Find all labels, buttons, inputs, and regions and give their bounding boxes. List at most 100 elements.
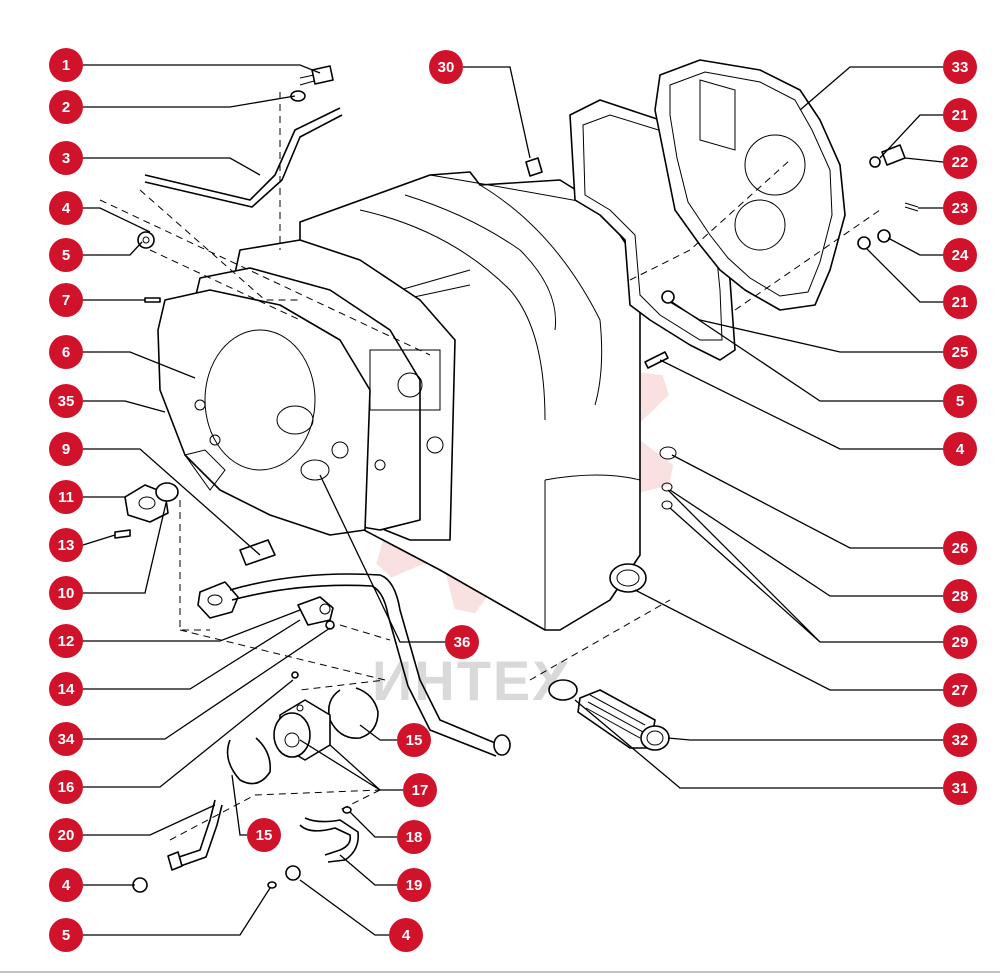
svg-text:36: 36 (454, 634, 471, 651)
callout-4c: 4 (389, 918, 423, 952)
callout-4a: 4 (49, 191, 83, 225)
svg-text:24: 24 (952, 247, 969, 264)
svg-text:28: 28 (952, 588, 969, 605)
nut-4b-icon (132, 877, 148, 893)
pin-4-icon (644, 351, 669, 369)
filter-32-icon (548, 679, 670, 751)
svg-text:20: 20 (58, 827, 75, 844)
callout-2: 2 (49, 90, 83, 124)
callout-3: 3 (49, 141, 83, 175)
callout-27: 27 (943, 673, 977, 707)
nut-25-icon (661, 290, 675, 304)
svg-text:17: 17 (412, 782, 429, 799)
svg-text:4: 4 (956, 441, 965, 458)
callout-32: 32 (943, 723, 977, 757)
callouts: 1 2 3 4 5 7 6 35 9 11 13 10 12 14 34 16 … (49, 48, 977, 952)
nut-5-icon (137, 231, 155, 249)
callout-21a: 21 (943, 98, 977, 132)
callout-14: 14 (49, 672, 83, 706)
svg-text:10: 10 (58, 585, 75, 602)
callout-10: 10 (49, 576, 83, 610)
svg-text:13: 13 (58, 537, 75, 554)
leader-lines (82, 64, 944, 936)
svg-text:4: 4 (402, 927, 411, 944)
svg-text:4: 4 (62, 877, 71, 894)
callout-5a: 5 (49, 238, 83, 272)
watermark-text: ИНТЕХ (372, 649, 572, 712)
svg-text:5: 5 (62, 927, 70, 944)
svg-text:21: 21 (952, 107, 969, 124)
pin-16-icon (291, 671, 299, 679)
callout-15b: 15 (247, 818, 281, 852)
washer-21b-icon (857, 236, 871, 250)
callout-29: 29 (943, 625, 977, 659)
svg-text:3: 3 (62, 150, 70, 167)
snap-ring-15-icon (327, 687, 379, 739)
washer-5b-icon (267, 881, 277, 889)
svg-text:19: 19 (406, 877, 423, 894)
callout-22: 22 (943, 145, 977, 179)
svg-text:5: 5 (956, 393, 964, 410)
callout-18: 18 (397, 820, 431, 854)
svg-text:5: 5 (62, 247, 70, 264)
svg-text:1: 1 (62, 57, 70, 74)
callout-25: 25 (943, 335, 977, 369)
svg-text:12: 12 (58, 633, 75, 650)
svg-text:35: 35 (58, 393, 75, 410)
svg-text:22: 22 (952, 154, 969, 171)
callout-13: 13 (49, 528, 83, 562)
svg-text:2: 2 (62, 99, 70, 116)
plug-34-icon (325, 620, 335, 630)
svg-text:23: 23 (952, 200, 969, 217)
callout-5c: 5 (943, 384, 977, 418)
svg-text:4: 4 (62, 200, 71, 217)
callout-31: 31 (943, 771, 977, 805)
pipe-3 (144, 107, 343, 208)
svg-text:11: 11 (58, 489, 74, 506)
callout-24: 24 (943, 238, 977, 272)
svg-text:31: 31 (952, 780, 969, 797)
svg-text:18: 18 (406, 829, 423, 846)
front-cover-plates (157, 239, 456, 541)
callout-16: 16 (49, 770, 83, 804)
svg-text:34: 34 (58, 731, 75, 748)
coupling-17-icon (273, 699, 331, 761)
pipe-20 (167, 799, 223, 871)
svg-text:25: 25 (952, 344, 969, 361)
callout-15a: 15 (397, 723, 431, 757)
callout-28: 28 (943, 579, 977, 613)
svg-text:32: 32 (952, 732, 969, 749)
pin-30-icon (525, 157, 543, 177)
callout-6: 6 (49, 335, 83, 369)
svg-text:21: 21 (952, 294, 969, 311)
bolt-1-icon (299, 65, 334, 86)
svg-text:26: 26 (952, 540, 969, 557)
pipe-19 (299, 817, 360, 863)
screw-13-icon (114, 529, 131, 539)
callout-1: 1 (49, 48, 83, 82)
callout-36: 36 (445, 625, 479, 659)
washer-2-icon (290, 90, 306, 102)
gasket-10-icon (155, 482, 179, 502)
callout-20: 20 (49, 818, 83, 852)
svg-text:15: 15 (256, 827, 273, 844)
svg-text:30: 30 (438, 59, 455, 76)
banjo-14-icon (297, 596, 334, 626)
callout-34: 34 (49, 722, 83, 756)
svg-text:9: 9 (62, 441, 70, 458)
assembly-guide-lines (99, 92, 881, 841)
callout-23: 23 (943, 191, 977, 225)
rear-cover (654, 59, 846, 311)
fitting-12-icon (197, 581, 239, 619)
callout-33: 33 (943, 50, 977, 84)
bolt-22-icon (881, 144, 906, 166)
svg-text:6: 6 (62, 344, 70, 361)
callout-19: 19 (397, 868, 431, 902)
washer-21-icon (869, 156, 881, 168)
svg-text:27: 27 (952, 682, 969, 699)
callout-9: 9 (49, 432, 83, 466)
callout-4d: 4 (943, 432, 977, 466)
callout-21b: 21 (943, 285, 977, 319)
callout-17: 17 (403, 773, 437, 807)
tube-36 (229, 573, 511, 757)
